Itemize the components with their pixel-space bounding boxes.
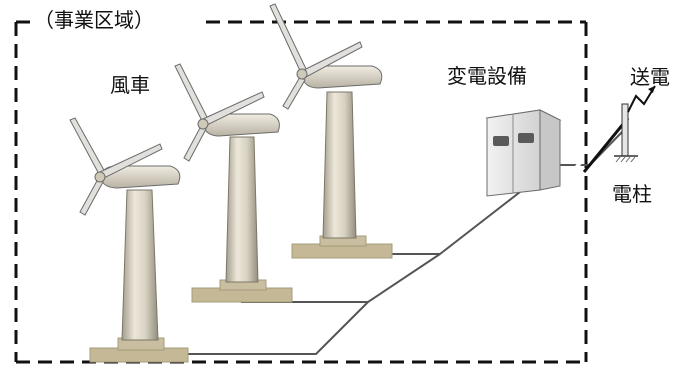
substation-cabinet <box>485 109 562 197</box>
wind-turbine-3 <box>269 3 393 259</box>
wind-turbine-label: 風車 <box>110 73 150 97</box>
transmission-label: 送電 <box>630 65 670 89</box>
substation-label: 変電設備 <box>447 64 527 88</box>
utility-pole <box>574 85 656 173</box>
utility-pole-label: 電柱 <box>612 182 652 206</box>
wind-turbine-2 <box>174 63 293 303</box>
wind-turbine-1 <box>69 117 189 363</box>
business-area-label: （事業区域） <box>30 10 158 30</box>
